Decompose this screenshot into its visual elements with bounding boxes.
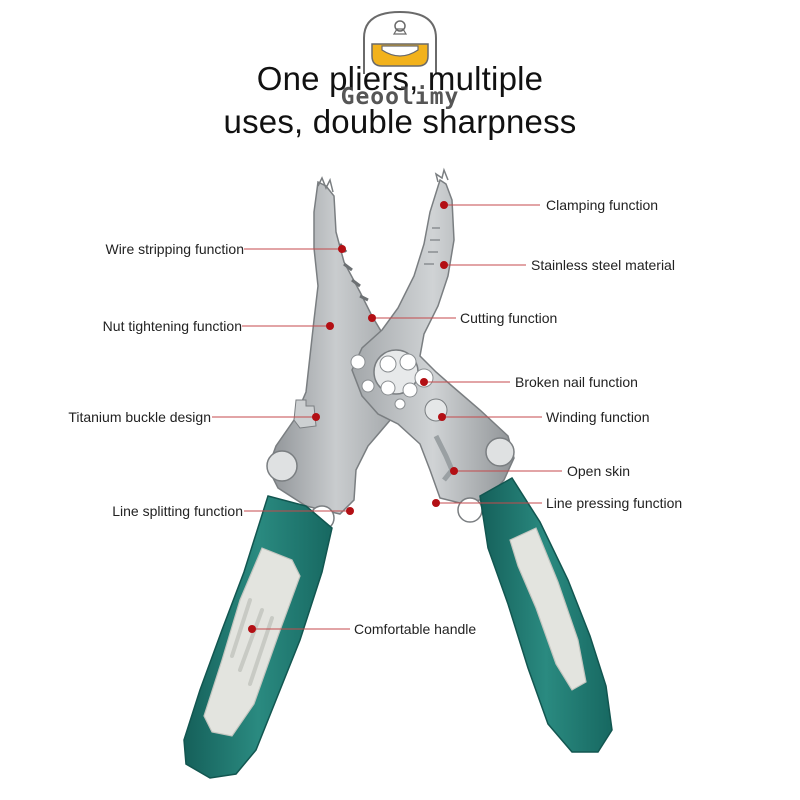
callout-nut-tightening: Nut tightening function (102, 318, 242, 334)
marker-dot (438, 413, 446, 421)
cart-bag-logo-icon (363, 10, 437, 74)
brand-watermark: Geoolimy (340, 84, 460, 110)
callout-comfortable-handle: Comfortable handle (354, 621, 477, 637)
headline-line-2: uses, double sharpness (223, 103, 577, 140)
marker-dot (432, 499, 440, 507)
marker-dot (450, 467, 458, 475)
headline-line-1: One pliers, multiple (256, 60, 544, 97)
callout-clamping: Clamping function (546, 197, 659, 213)
callout-winding: Winding function (546, 409, 650, 425)
marker-dot (326, 322, 334, 330)
callout-cutting: Cutting function (460, 310, 558, 326)
callout-broken-nail: Broken nail function (515, 374, 638, 390)
callout-open-skin: Open skin (567, 463, 631, 479)
marker-dot (440, 261, 448, 269)
marker-dot (368, 314, 376, 322)
callout-line-pressing: Line pressing function (546, 495, 683, 511)
marker-dot (312, 413, 320, 421)
callout-line-splitting: Line splitting function (112, 503, 243, 519)
marker-dot (338, 245, 346, 253)
marker-dot (248, 625, 256, 633)
callout-wire-stripping: Wire stripping function (105, 241, 244, 257)
marker-dot (420, 378, 428, 386)
callout-stainless-steel: Stainless steel material (531, 257, 675, 273)
callout-titanium-buckle: Titanium buckle design (68, 409, 211, 425)
marker-dot (346, 507, 354, 515)
marker-dot (440, 201, 448, 209)
